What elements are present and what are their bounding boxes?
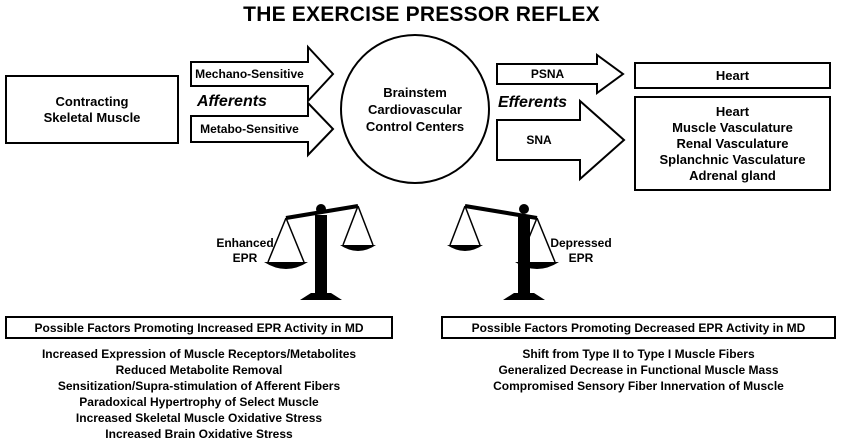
depressed-line2: EPR xyxy=(568,251,594,265)
target-item: Splanchnic Vasculature xyxy=(659,151,806,167)
page-title: THE EXERCISE PRESSOR REFLEX xyxy=(243,3,600,26)
afferents-label: Afferents xyxy=(197,93,267,110)
psna-arrow xyxy=(496,53,625,95)
brainstem-line3: Control Centers xyxy=(365,118,465,134)
list-item: Compromised Sensory Fiber Innervation of… xyxy=(493,379,784,393)
list-item: Generalized Decrease in Functional Muscl… xyxy=(498,363,779,377)
brainstem-line2: Cardiovascular xyxy=(368,101,462,117)
muscle-box-line1: Contracting xyxy=(55,93,129,109)
decreased-factors-list: Shift from Type II to Type I Muscle Fibe… xyxy=(441,346,836,394)
list-item: Sensitization/Supra-stimulation of Affer… xyxy=(57,379,341,393)
heart-box: Heart xyxy=(634,62,831,89)
metabo-label: Metabo-Sensitive xyxy=(200,122,299,136)
depressed-epr-label: Depressed EPR xyxy=(546,236,616,266)
metabo-arrow xyxy=(190,100,335,158)
targets-box: Heart Muscle Vasculature Renal Vasculatu… xyxy=(634,96,831,191)
muscle-box-line2: Skeletal Muscle xyxy=(43,109,141,125)
sna-label: SNA xyxy=(526,133,552,147)
depressed-scale-icon xyxy=(447,204,559,300)
enhanced-epr-label: Enhanced EPR xyxy=(214,236,276,266)
increased-factors-list: Increased Expression of Muscle Receptors… xyxy=(5,346,393,442)
mechano-label: Mechano-Sensitive xyxy=(195,67,304,81)
brainstem-circle: Brainstem Cardiovascular Control Centers xyxy=(340,34,490,184)
enhanced-line1: Enhanced xyxy=(216,236,274,250)
list-item: Reduced Metabolite Removal xyxy=(115,363,283,377)
target-item: Adrenal gland xyxy=(689,167,776,183)
enhanced-scale-icon xyxy=(264,204,376,300)
psna-label: PSNA xyxy=(530,67,565,81)
increased-panel-header: Possible Factors Promoting Increased EPR… xyxy=(5,316,393,339)
decreased-panel-header: Possible Factors Promoting Decreased EPR… xyxy=(441,316,836,339)
mechano-arrow xyxy=(190,44,335,104)
list-item: Increased Brain Oxidative Stress xyxy=(105,427,293,441)
depressed-line1: Depressed xyxy=(550,236,612,250)
target-item: Renal Vasculature xyxy=(676,135,789,151)
brainstem-line1: Brainstem xyxy=(383,84,447,100)
list-item: Increased Skeletal Muscle Oxidative Stre… xyxy=(75,411,323,425)
list-item: Paradoxical Hypertrophy of Select Muscle xyxy=(79,395,319,409)
muscle-box: Contracting Skeletal Muscle xyxy=(5,75,179,144)
target-item: Heart xyxy=(715,103,750,119)
sna-arrow xyxy=(496,98,626,182)
list-item: Shift from Type II to Type I Muscle Fibe… xyxy=(522,347,755,361)
efferents-label: Efferents xyxy=(498,94,568,111)
target-item: Muscle Vasculature xyxy=(672,119,793,135)
list-item: Increased Expression of Muscle Receptors… xyxy=(41,347,357,361)
enhanced-line2: EPR xyxy=(232,251,258,265)
